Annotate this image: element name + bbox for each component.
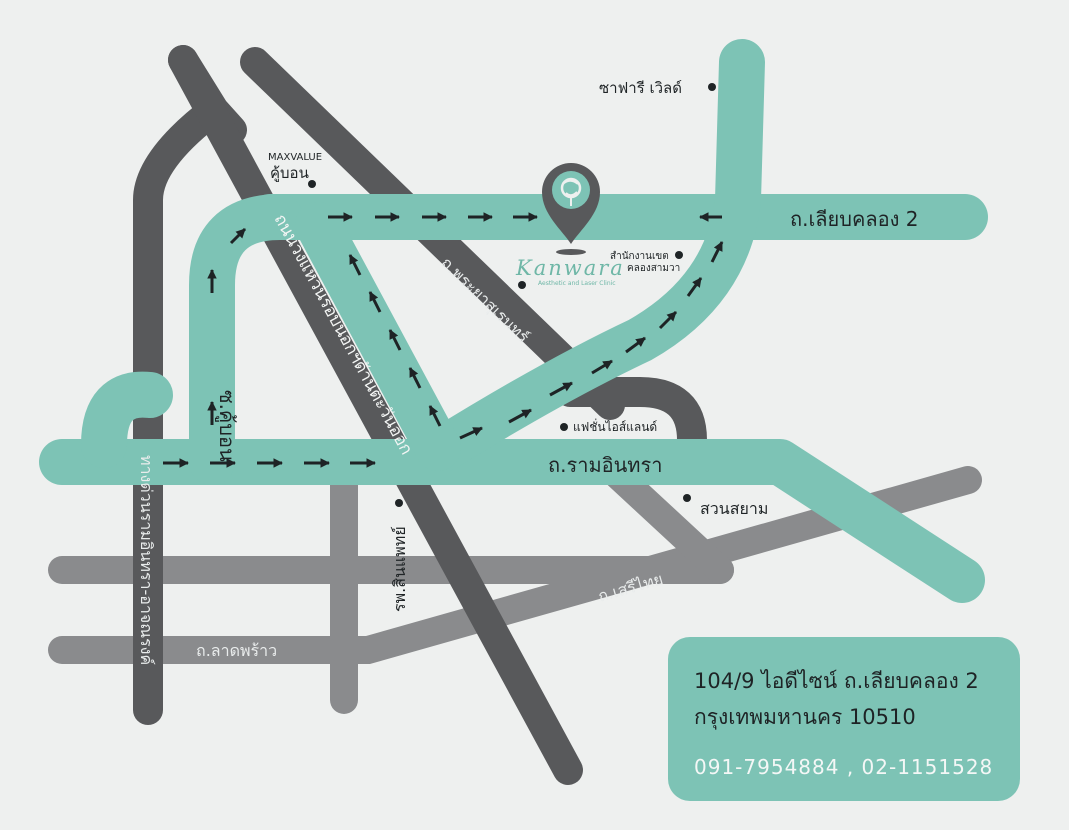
poi-district-office-line1: สำนักงานเขต bbox=[610, 251, 669, 262]
poi-maxvalue-branch: คู้บอน bbox=[270, 164, 309, 182]
poi-marker bbox=[560, 423, 568, 431]
poi-district-office-line2: คลองสามวา bbox=[627, 263, 680, 274]
arrow bbox=[591, 359, 613, 375]
poi-marker bbox=[518, 281, 526, 289]
address-card: 104/9 ไอดีไซน์ ถ.เลียบคลอง 2 กรุงเทพมหาน… bbox=[668, 637, 1020, 801]
arrow bbox=[658, 310, 678, 330]
arrow bbox=[388, 329, 402, 351]
road-service-lane bbox=[295, 202, 461, 471]
arrow bbox=[710, 241, 724, 263]
road-label-liap-khlong-2: ถ.เลียบคลอง 2 bbox=[790, 207, 918, 231]
arrow bbox=[459, 426, 483, 440]
road-label-soi-khu-bon: ซ.คู้บอน bbox=[214, 390, 239, 462]
address-line-1: 104/9 ไอดีไซน์ ถ.เลียบคลอง 2 bbox=[694, 669, 979, 693]
road-lat-phrao bbox=[48, 466, 982, 664]
clinic-name: Kanwara bbox=[515, 256, 625, 280]
rose-map-pin-icon bbox=[542, 163, 600, 255]
poi-marker bbox=[308, 180, 316, 188]
road-expressway-ramp bbox=[81, 371, 173, 468]
minor-roads bbox=[48, 456, 982, 714]
arrow bbox=[368, 291, 382, 313]
road-ram-inthra bbox=[39, 439, 985, 603]
poi-marker bbox=[683, 494, 691, 502]
poi-synphaet-hospital: รพ.สินแพทย์ bbox=[390, 526, 409, 612]
poi-marker bbox=[708, 83, 716, 91]
arrow bbox=[686, 277, 703, 297]
poi-marker bbox=[675, 251, 683, 259]
poi-siam-park: สวนสยาม bbox=[700, 499, 768, 518]
poi-marker bbox=[395, 499, 403, 507]
road-kanchanaphisek bbox=[168, 45, 583, 785]
phone-numbers[interactable]: 091-7954884 , 02-1151528 bbox=[694, 755, 994, 779]
road-label-expressway: ทางด่วนรามอินทรา-อาจณรงค์ bbox=[137, 455, 156, 665]
arrow bbox=[408, 367, 422, 389]
route-arrows bbox=[163, 212, 724, 468]
arrow bbox=[348, 254, 362, 276]
clinic-tagline: Aesthetic and Laser Clinic bbox=[538, 280, 616, 287]
arrow bbox=[625, 336, 646, 354]
road-fashion-island-loop bbox=[555, 377, 707, 477]
arrow bbox=[229, 227, 247, 245]
arrow bbox=[549, 381, 573, 397]
road-siam-park-spur bbox=[598, 456, 734, 584]
poi-safari-world: ซาฟารี เวิลด์ bbox=[599, 79, 682, 97]
arrow bbox=[508, 408, 532, 424]
poi-maxvalue-brand: MAXVALUE bbox=[268, 152, 322, 163]
road-label-ram-inthra: ถ.รามอินทรา bbox=[548, 453, 662, 477]
address-line-2: กรุงเทพมหานคร 10510 bbox=[694, 705, 916, 729]
arrow bbox=[428, 405, 442, 427]
road-label-lat-phrao: ถ.ลาดพร้าว bbox=[196, 641, 277, 660]
poi-fashion-island: แฟชั่นไอส์แลนด์ bbox=[573, 418, 657, 434]
